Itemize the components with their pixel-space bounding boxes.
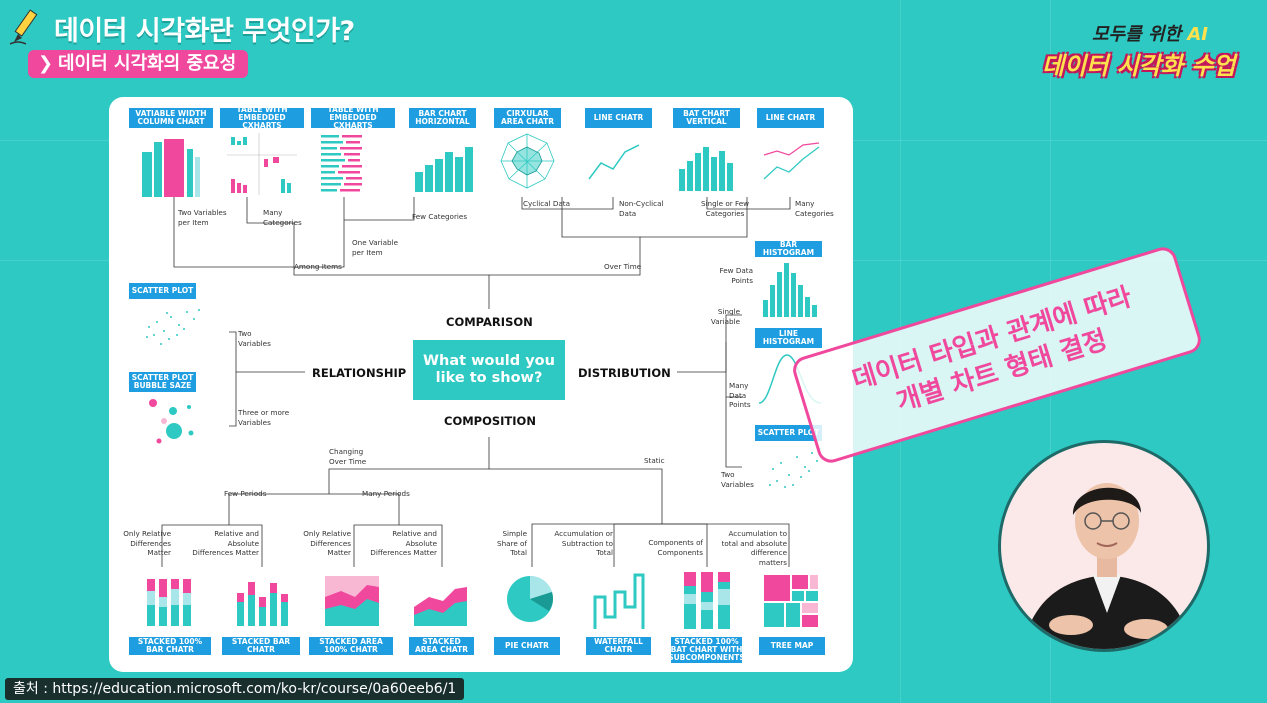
note-over-time: Over Time bbox=[604, 262, 642, 271]
note-many-data-points: Many Data Points bbox=[729, 381, 751, 409]
category-composition: COMPOSITION bbox=[444, 414, 536, 428]
note-rel-three-variables: Three or more Variables bbox=[238, 408, 290, 427]
label-stacked-100-bar: STACKED 100% BAR CHATR bbox=[129, 637, 211, 655]
label-line-histogram: LINE HISTOGRAM bbox=[755, 328, 822, 348]
presenter-avatar bbox=[998, 440, 1210, 652]
bar-histogram-icon bbox=[763, 263, 817, 317]
note-relative-absolute-1: Relative and Absolute Differences Matter bbox=[192, 529, 259, 557]
label-bar-chart-vertical: BAT CHART VERTICAL bbox=[673, 108, 740, 128]
label-stacked-bar: STACKED BAR CHATR bbox=[222, 637, 300, 655]
variable-width-column-chart-icon bbox=[142, 139, 200, 197]
note-many-categories: Many Categories bbox=[263, 208, 302, 227]
stacked-bar-chart-icon bbox=[237, 582, 288, 626]
distribution-scatter-icon bbox=[769, 448, 821, 488]
note-relative-absolute-2: Relative and Absolute Differences Matter bbox=[370, 529, 437, 557]
label-distribution-scatter: SCATTER PLOT bbox=[755, 425, 822, 441]
note-only-relative-2: Only Relative Differences Matter bbox=[303, 529, 351, 557]
note-one-variable: One Variable per Item bbox=[352, 238, 399, 257]
label-line-chart-1: LINE CHATR bbox=[585, 108, 652, 128]
bar-chart-vertical-icon bbox=[679, 147, 733, 191]
label-variable-width-column-chart: VATIABLE WIDTH COLUMN CHART bbox=[129, 108, 213, 128]
stacked-area-100-chart-icon bbox=[325, 576, 379, 626]
table-embedded-chart-icon-1 bbox=[227, 133, 297, 195]
page-title: 데이터 시각화란 무엇인가? bbox=[54, 16, 355, 47]
waterfall-chart-icon bbox=[593, 573, 645, 629]
course-logo: 모두를 위한 AI 데이터 시각화 수업 bbox=[1042, 14, 1257, 84]
chart-chooser-infographic: VATIABLE WIDTH COLUMN CHART TABLE WITH E… bbox=[109, 97, 853, 672]
tree-map-icon bbox=[764, 575, 818, 627]
note-single-few: Single or Few Categories bbox=[700, 199, 750, 218]
note-two-variables: Two Variables per Item bbox=[178, 208, 227, 227]
note-rel-two-variables: Two Variables bbox=[238, 329, 271, 348]
circular-area-chart-icon bbox=[500, 133, 555, 189]
label-stacked-area: STACKED AREA CHATR bbox=[409, 637, 474, 655]
note-dist-two-variables: Two Variables bbox=[721, 470, 754, 489]
label-table-embedded-charts-1: TABLE WITH EMBEDDED CXHARTS bbox=[220, 106, 304, 130]
stacked-100-subcomponents-icon bbox=[684, 572, 730, 629]
label-stacked-100-subcomponents: STACKED 100% BAT CHART WITH SUBCOMPONENT… bbox=[668, 637, 745, 663]
label-scatter-bubble: SCATTER PLOT BUBBLE SAZE bbox=[129, 372, 196, 392]
subtitle-text: 데이터 시각화의 중요성 bbox=[58, 53, 237, 74]
connector-lines bbox=[142, 133, 822, 629]
note-few-periods: Few Periods bbox=[224, 489, 267, 498]
line-chart-icon-2b bbox=[763, 146, 820, 180]
center-question-box: What would you like to show? bbox=[413, 340, 565, 400]
line-chart-icon-1 bbox=[588, 144, 640, 180]
note-non-cyclical: Non-Cyclical Data bbox=[619, 199, 664, 218]
label-table-embedded-charts-2: TABLE WITH EMBEDDED CXHARTS bbox=[311, 106, 395, 130]
section-subtitle: ❯ 데이터 시각화의 중요성 bbox=[28, 50, 249, 78]
note-simple-share: Simple Share of Total bbox=[497, 529, 527, 557]
label-tree-map: TREE MAP bbox=[759, 637, 825, 655]
pencil-icon bbox=[9, 9, 38, 45]
label-waterfall: WATERFALL CHATR bbox=[586, 637, 651, 655]
logo-line2: 데이터 시각화 수업 bbox=[1042, 52, 1236, 80]
table-embedded-chart-icon-2 bbox=[321, 135, 362, 192]
note-static: Static bbox=[644, 456, 665, 465]
note-single-variable: Single Variable bbox=[710, 307, 740, 326]
category-distribution: DISTRIBUTION bbox=[578, 366, 671, 380]
note-components: Components of Components bbox=[648, 538, 703, 557]
note-only-relative-1: Only Relative Differences Matter bbox=[123, 529, 171, 557]
logo-line1: 모두를 위한 AI bbox=[1092, 24, 1208, 45]
note-accumulation-total: Accumulation to total and absolute diffe… bbox=[721, 529, 787, 567]
bubble-scatter-icon bbox=[149, 399, 194, 444]
presenter-figure bbox=[1022, 483, 1192, 649]
category-relationship: RELATIONSHIP bbox=[312, 366, 407, 380]
label-bar-histogram: BAR HISTOGRAM bbox=[755, 241, 822, 257]
label-stacked-area-100: STACKED AREA 100% CHATR bbox=[309, 637, 393, 655]
chevron-right-icon: ❯ bbox=[38, 53, 54, 74]
stacked-100-bar-chart-icon bbox=[147, 579, 191, 626]
label-line-chart-2: LINE CHATR bbox=[757, 108, 824, 128]
source-caption: 출처 : https://education.microsoft.com/ko-… bbox=[5, 678, 465, 700]
label-pie-chart: PIE CHATR bbox=[494, 637, 560, 655]
note-many-periods: Many Periods bbox=[362, 489, 410, 498]
note-few-data-points: Few Data Points bbox=[719, 266, 754, 285]
label-scatter-plot: SCATTER PLOT bbox=[129, 283, 196, 299]
note-among-items: Among Items bbox=[294, 262, 342, 271]
note-cyclical: Cyclical Data bbox=[523, 199, 571, 208]
note-changing-over-time: Changing Over Time bbox=[329, 447, 367, 466]
label-bar-chart-horizontal: BAR CHART HORIZONTAL bbox=[409, 108, 476, 128]
bar-chart-horizontal-icon bbox=[415, 147, 473, 192]
line-chart-icon-2a bbox=[763, 142, 820, 156]
note-accumulation-subtraction: Accumulation or Subtraction to Total bbox=[554, 529, 613, 557]
stacked-area-chart-icon bbox=[414, 587, 467, 626]
label-circular-area-chart: CIRXULAR AREA CHATR bbox=[494, 108, 561, 128]
pie-chart-icon bbox=[507, 575, 553, 622]
category-comparison: COMPARISON bbox=[446, 315, 533, 329]
note-few-categories: Few Categories bbox=[412, 212, 468, 221]
scatter-plot-icon bbox=[146, 309, 200, 345]
note-many-categories-2: Many Categories bbox=[795, 199, 834, 218]
